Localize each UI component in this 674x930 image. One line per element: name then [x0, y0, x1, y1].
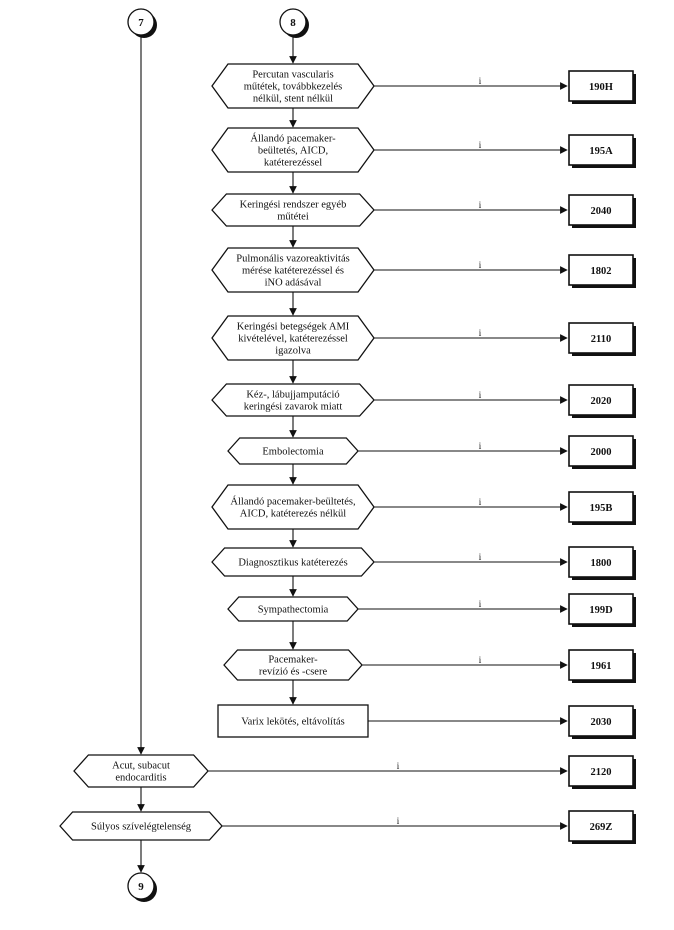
- node-190h-line-1: Percutan vascularis: [252, 70, 333, 81]
- connector-7: [127, 8, 155, 36]
- yes-label: i: [479, 328, 482, 338]
- code-box-2000-label: 2000: [591, 447, 612, 458]
- node-195b: [211, 484, 375, 530]
- code-box-2120: [568, 755, 634, 787]
- yes-label: i: [479, 390, 482, 400]
- code-box-1800: [568, 546, 634, 578]
- yes-label: i: [479, 497, 482, 507]
- node-195b-line-1: Állandó pacemaker-beültetés,: [230, 496, 355, 508]
- code-box-2040: [568, 194, 634, 226]
- code-box-1800-label: 1800: [591, 558, 612, 569]
- node-190h: [211, 63, 375, 109]
- code-box-190h: [568, 70, 634, 102]
- code-box-190h-label: 190H: [589, 82, 613, 93]
- code-box-2040-label: 2040: [591, 206, 612, 217]
- code-box-2110: [568, 322, 634, 354]
- node-2110-line-2: kivételével, katéterezéssel: [238, 334, 348, 345]
- connector-8: [279, 8, 307, 36]
- node-2110-line-3: igazolva: [275, 346, 311, 357]
- node-2020: [211, 383, 375, 417]
- node-2030: [217, 704, 369, 738]
- node-195a-line-1: Állandó pacemaker-: [250, 133, 336, 145]
- node-190h-line-2: műtétek, továbbkezelés: [244, 82, 343, 93]
- yes-label: i: [479, 655, 482, 665]
- node-1961-line-2: revízió és -csere: [259, 667, 328, 678]
- node-199d-line-1: Sympathectomia: [258, 605, 329, 616]
- node-2030-line-1: Varix lekötés, eltávolítás: [241, 717, 345, 728]
- connector-9-label: 9: [138, 881, 144, 893]
- node-195b-line-2: AICD, katéterezés nélkül: [240, 509, 346, 520]
- code-box-2030: [568, 705, 634, 737]
- code-box-1961-label: 1961: [591, 661, 612, 672]
- node-1802-line-2: mérése katéterezéssel és: [242, 266, 344, 277]
- yes-label: i: [479, 260, 482, 270]
- yes-label: i: [479, 599, 482, 609]
- code-box-1961: [568, 649, 634, 681]
- yes-label: i: [479, 140, 482, 150]
- connector-7-label: 7: [138, 17, 144, 29]
- code-box-2000: [568, 435, 634, 467]
- node-1800: [211, 547, 375, 577]
- node-2120-line-1: Acut, subacut: [112, 761, 170, 772]
- connector-9: [127, 872, 155, 900]
- code-box-2020: [568, 384, 634, 416]
- yes-label: i: [479, 76, 482, 86]
- node-2040-line-2: műtétei: [277, 212, 309, 223]
- node-195a-line-3: katéterezéssel: [264, 158, 322, 169]
- node-1802: [211, 247, 375, 293]
- yes-label: i: [397, 816, 400, 826]
- code-box-199d-label: 199D: [589, 605, 613, 616]
- connector-8-label: 8: [290, 17, 296, 29]
- code-box-195b-label: 195B: [590, 503, 613, 514]
- code-box-2030-label: 2030: [591, 717, 612, 728]
- yes-label: i: [479, 200, 482, 210]
- node-2040-line-1: Keringési rendszer egyéb: [240, 200, 347, 211]
- code-box-269z: [568, 810, 634, 842]
- node-269z: [59, 811, 223, 841]
- node-2000-line-1: Embolectomia: [262, 447, 324, 458]
- node-195a-line-2: beültetés, AICD,: [258, 146, 328, 157]
- code-box-195a-label: 195A: [589, 146, 613, 157]
- code-box-199d: [568, 593, 634, 625]
- node-1961: [223, 649, 363, 681]
- node-2000: [227, 437, 359, 465]
- node-2110: [211, 315, 375, 361]
- node-1961-line-1: Pacemaker-: [268, 655, 318, 666]
- flow-arrows: [137, 35, 568, 873]
- node-2120-line-2: endocarditis: [115, 773, 166, 784]
- node-2020-line-2: keringési zavarok miatt: [244, 402, 343, 413]
- node-269z-line-1: Súlyos szívelégtelenség: [91, 822, 192, 833]
- node-2040: [211, 193, 375, 227]
- node-1802-line-1: Pulmonális vazoreaktivitás: [236, 254, 349, 265]
- code-box-269z-label: 269Z: [590, 822, 613, 833]
- code-box-195a: [568, 134, 634, 166]
- code-box-2110-label: 2110: [591, 334, 611, 345]
- yes-label: i: [479, 552, 482, 562]
- node-2020-line-1: Kéz-, lábujjamputáció: [246, 390, 339, 401]
- code-box-1802-label: 1802: [591, 266, 612, 277]
- node-1800-line-1: Diagnosztikus katéterezés: [238, 558, 347, 569]
- yes-label: i: [397, 761, 400, 771]
- code-box-2120-label: 2120: [591, 767, 612, 778]
- code-box-195b: [568, 491, 634, 523]
- code-box-1802: [568, 254, 634, 286]
- node-195a: [211, 127, 375, 173]
- code-box-2020-label: 2020: [591, 396, 612, 407]
- node-2120: [73, 754, 209, 788]
- node-199d: [227, 596, 359, 622]
- node-190h-line-3: nélkül, stent nélkül: [253, 94, 333, 105]
- node-1802-line-3: iNO adásával: [265, 278, 322, 289]
- node-2110-line-1: Keringési betegségek AMI: [237, 322, 350, 333]
- yes-label: i: [479, 441, 482, 451]
